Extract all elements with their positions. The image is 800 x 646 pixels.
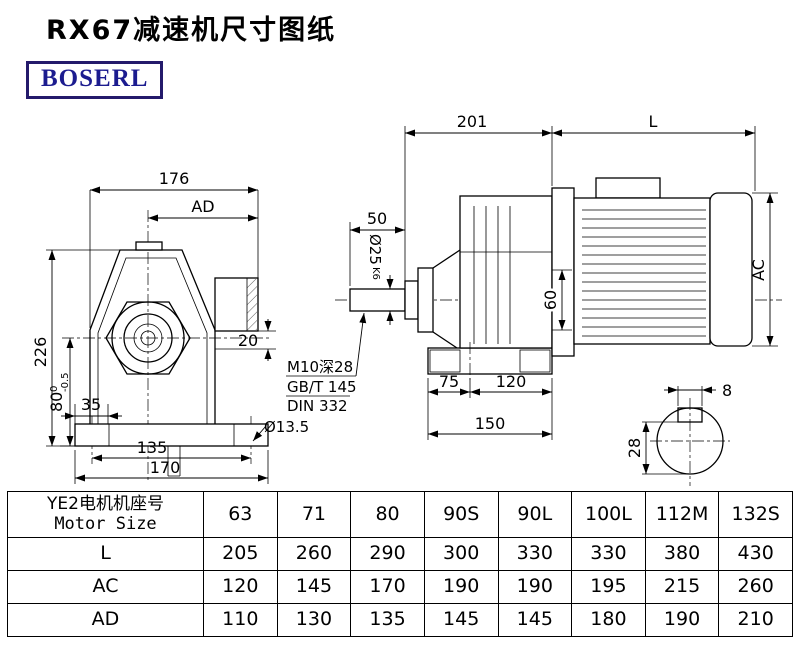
terminal-box — [595, 177, 661, 199]
table-row-l: L 205 260 290 300 330 330 380 430 — [7, 537, 793, 571]
size-col-71: 71 — [276, 491, 352, 538]
cell-ad-132s: 210 — [718, 603, 793, 637]
header-cn: YE2电机机座号 — [47, 493, 164, 514]
motor-flange — [551, 187, 575, 357]
table-header-row: YE2电机机座号 Motor Size 63 71 80 90S 90L 100… — [7, 491, 793, 538]
left-foot-pad — [74, 423, 110, 447]
row-label-l: L — [7, 537, 204, 571]
motor-size-header: YE2电机机座号 Motor Size — [7, 491, 204, 538]
lifting-lug — [135, 241, 163, 251]
cell-ac-71: 145 — [276, 570, 352, 604]
dim-60-label: 60 — [541, 290, 560, 310]
dim-80-tol-upper: 0 — [49, 386, 60, 392]
cell-ac-112m: 215 — [644, 570, 720, 604]
header-en: Motor Size — [54, 513, 157, 534]
dim-l-label: L — [649, 112, 658, 131]
dim-135-label: 135 — [137, 438, 168, 457]
size-col-100l: 100L — [571, 491, 646, 538]
dim-201-label: 201 — [457, 112, 488, 131]
cell-l-132s: 430 — [718, 537, 793, 571]
dim-50-label: 50 — [367, 209, 387, 228]
dim-ad-label: AD — [191, 197, 214, 216]
dim-226-label: 226 — [31, 337, 50, 368]
gearbox-housing — [459, 195, 553, 349]
cell-ad-100l: 180 — [571, 603, 646, 637]
size-col-63: 63 — [203, 491, 278, 538]
cell-ac-100l: 195 — [571, 570, 646, 604]
cell-ad-90l: 145 — [497, 603, 573, 637]
keyway — [677, 407, 703, 423]
gearbox-feet — [427, 347, 553, 375]
cell-ad-112m: 190 — [644, 603, 720, 637]
dim-ac-label: AC — [749, 259, 768, 281]
dim-80-label: 80 — [47, 392, 66, 412]
dim-150-label: 150 — [475, 414, 506, 433]
input-shaft — [349, 288, 406, 312]
shaft-fit-label: K6 — [370, 267, 381, 280]
callout-din: DIN 332 — [287, 397, 348, 415]
hex-boss — [105, 301, 191, 375]
cell-ad-71: 130 — [276, 603, 352, 637]
front-base — [74, 423, 269, 447]
callout-m10: M10深28 — [287, 358, 353, 376]
dim-176-label: 176 — [159, 169, 190, 188]
size-col-80: 80 — [350, 491, 425, 538]
cell-l-71: 260 — [276, 537, 352, 571]
dim-170-label: 170 — [150, 458, 181, 477]
cell-ad-80: 135 — [350, 603, 425, 637]
size-col-90s: 90S — [423, 491, 499, 538]
dim-35-label: 35 — [81, 395, 101, 414]
motor-dimension-table: YE2电机机座号 Motor Size 63 71 80 90S 90L 100… — [7, 491, 793, 637]
table-row-ad: AD 110 130 135 145 145 180 190 210 — [7, 603, 793, 637]
cell-l-63: 205 — [203, 537, 278, 571]
dim-80-tol-lower: -0.5 — [60, 372, 71, 392]
cell-l-112m: 380 — [644, 537, 720, 571]
motor-fins — [582, 209, 706, 337]
front-housing-outline — [89, 249, 216, 424]
dim-28-label: 28 — [625, 438, 644, 458]
side-view: 201 L 50 Ø25 K6 60 AC M10深28 GB/T 145 DI… — [286, 112, 782, 440]
front-view: 176 AD 226 80 0 -0.5 35 135 1 — [31, 169, 309, 484]
dim-75-label: 75 — [439, 372, 459, 391]
motor-body — [573, 197, 711, 345]
cell-l-80: 290 — [350, 537, 425, 571]
callout-gbt: GB/T 145 — [287, 378, 357, 396]
row-label-ac: AC — [7, 570, 204, 604]
cell-ac-90s: 190 — [423, 570, 499, 604]
table-row-ac: AC 120 145 170 190 190 195 215 260 — [7, 570, 793, 604]
cell-ac-132s: 260 — [718, 570, 793, 604]
fan-cowl — [709, 192, 753, 347]
cell-l-90s: 300 — [423, 537, 499, 571]
row-label-ad: AD — [7, 603, 204, 637]
cell-l-100l: 330 — [571, 537, 646, 571]
size-col-132s: 132S — [718, 491, 793, 538]
cell-ad-63: 110 — [203, 603, 278, 637]
cell-ad-90s: 145 — [423, 603, 499, 637]
cell-ac-90l: 190 — [497, 570, 573, 604]
technical-drawing: 176 AD 226 80 0 -0.5 35 135 1 — [31, 112, 782, 486]
cell-l-90l: 330 — [497, 537, 573, 571]
shaft-dia-label: Ø25 — [366, 234, 384, 265]
boserl-logo: BOSERL — [26, 61, 164, 99]
cell-ac-63: 120 — [203, 570, 278, 604]
dim-120-label: 120 — [496, 372, 527, 391]
hole-dia-label: Ø13.5 — [264, 418, 309, 436]
size-col-90l: 90L — [497, 491, 573, 538]
page-title: RX67减速机尺寸图纸 — [46, 15, 337, 46]
cell-ac-80: 170 — [350, 570, 425, 604]
logo-text: BOSERL — [41, 65, 149, 92]
right-foot-pad — [233, 423, 269, 447]
key-width-label: 8 — [722, 381, 732, 400]
bore-circle-outer — [111, 301, 185, 375]
dim-20-label: 20 — [238, 331, 258, 350]
size-col-112m: 112M — [644, 491, 720, 538]
shaft-end-view: 8 28 — [625, 381, 732, 486]
